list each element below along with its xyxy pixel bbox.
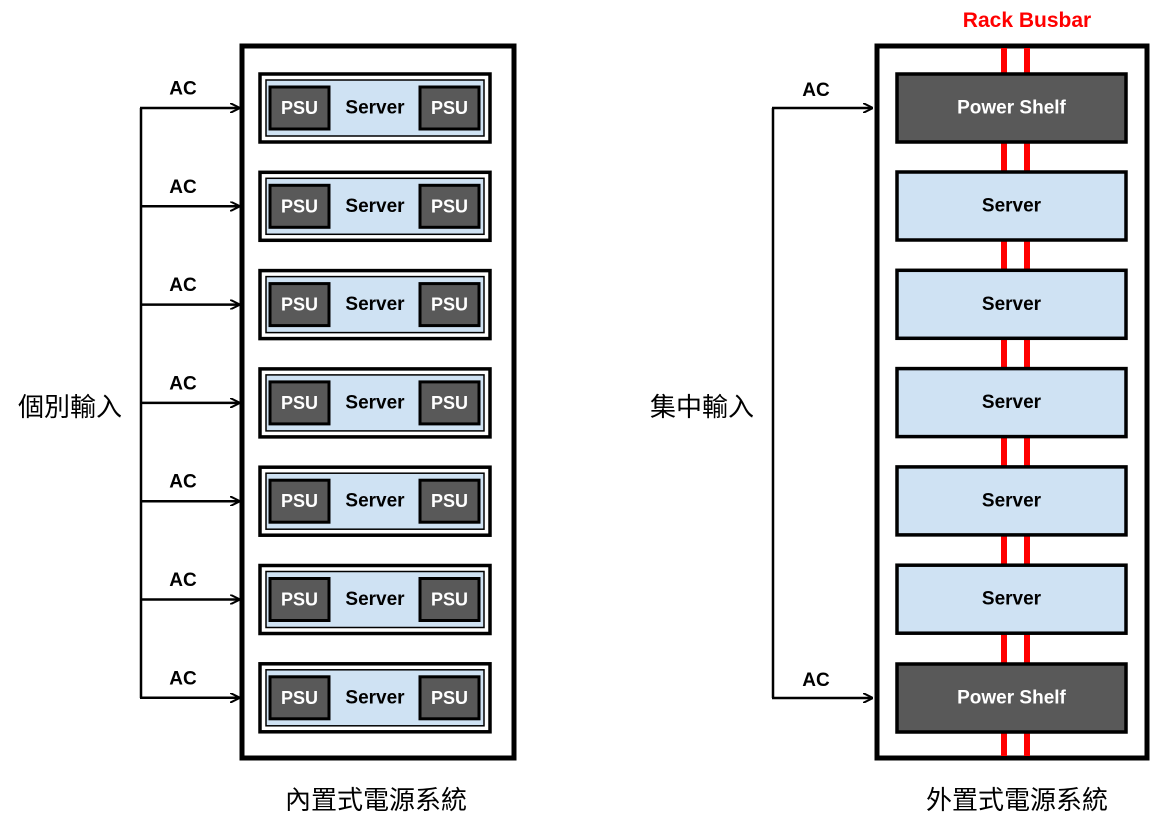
left-ac-label: AC [169,275,197,296]
right-server-unit: Server [895,268,1128,341]
power-shelf-top-label: Power Shelf [957,98,1066,119]
psu-label-left: PSU [281,295,318,315]
left-ac-label: AC [169,373,197,394]
left-server-unit: AC PSU PSU Server [140,170,492,243]
server-label: Server [345,392,405,413]
psu-label-left: PSU [281,491,318,511]
right-server-unit-box [895,465,1128,537]
server-label: Server [345,589,405,610]
psu-label-left: PSU [281,393,318,413]
left-server-unit: AC PSU PSU Server [140,268,492,341]
left-ac-label: AC [169,668,197,689]
server-label: Server [345,491,405,512]
left-ac-label: AC [169,79,197,100]
psu-box-left [268,183,331,229]
psu-box-right [418,282,481,328]
power-shelf-bottom: Power Shelf [895,662,1128,734]
right-server-unit-box [895,563,1128,635]
left-server-unit: AC PSU PSU Server [140,72,492,144]
psu-box-left [268,282,331,328]
right-server-unit-label: Server [982,196,1042,217]
left-input-label: 個別輸入 [18,393,122,423]
psu-label-left: PSU [281,590,318,610]
left-ac-label: AC [169,570,197,591]
psu-box-left [268,380,331,426]
psu-box-right [418,675,481,721]
psu-label-right: PSU [431,196,468,216]
power-shelf-top-box [895,72,1128,144]
right-caption: 外置式電源系統 [926,786,1108,816]
power-shelf-top: Power Shelf [895,72,1128,144]
server-label: Server [345,294,405,315]
power-shelf-bottom-label: Power Shelf [957,688,1066,709]
psu-label-left: PSU [281,98,318,118]
psu-box-left [268,85,331,131]
psu-box-right [418,85,481,131]
left-caption: 內置式電源系統 [285,786,467,816]
psu-box-right [418,478,481,524]
right-server-unit-box [895,268,1128,341]
left-server-unit: AC PSU PSU Server [140,662,492,734]
right-input-label: 集中輸入 [650,393,754,423]
psu-box-left [268,675,331,721]
right-server-unit-label: Server [982,490,1042,511]
server-label: Server [345,196,405,217]
right-server-unit-box [895,170,1128,242]
left-ac-label: AC [169,177,197,198]
right-server-unit-label: Server [982,589,1042,610]
psu-label-right: PSU [431,491,468,511]
right-ac-label-bottom: AC [802,670,830,691]
right-server-unit: Server [895,563,1128,635]
right-server-unit-box [895,366,1128,439]
left-ac-label: AC [169,472,197,493]
server-label: Server [345,98,405,119]
power-shelf-bottom-box [895,662,1128,734]
right-server-unit: Server [895,465,1128,537]
right-server-unit: Server [895,366,1128,439]
left-server-unit: AC PSU PSU Server [140,367,492,439]
left-server-unit: AC PSU PSU Server [140,465,492,537]
right-server-unit: Server [895,170,1128,242]
psu-box-left [268,478,331,524]
psu-box-right [418,577,481,622]
right-rack-units: Power ShelfServerServerServerServerServe… [895,72,1128,734]
busbar-label: Rack Busbar [963,9,1091,32]
psu-label-left: PSU [281,688,318,708]
psu-label-right: PSU [431,98,468,118]
right-server-unit-label: Server [982,392,1042,413]
left-server-unit: AC PSU PSU Server [140,563,492,636]
right-ac-label-top: AC [802,80,830,101]
psu-box-right [418,183,481,229]
right-panel: Rack Busbar Power ShelfServerServerServe… [650,9,1150,816]
psu-label-right: PSU [431,590,468,610]
psu-label-right: PSU [431,295,468,315]
psu-label-right: PSU [431,393,468,413]
psu-box-left [268,577,331,622]
server-label: Server [345,687,405,708]
psu-label-left: PSU [281,196,318,216]
psu-box-right [418,380,481,426]
right-server-unit-label: Server [982,294,1042,315]
psu-label-right: PSU [431,688,468,708]
